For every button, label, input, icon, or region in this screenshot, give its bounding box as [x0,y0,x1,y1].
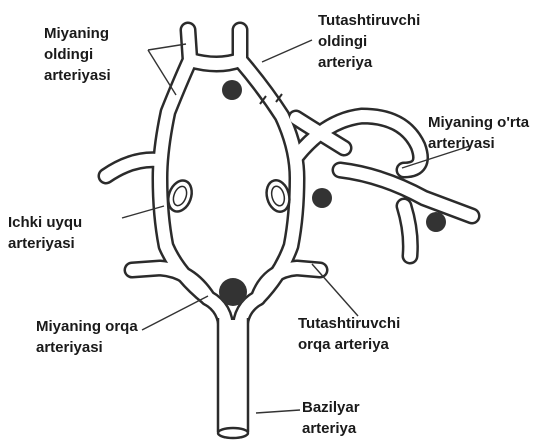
label-line: arteriyasi [428,133,529,154]
basilar-opening [218,428,248,438]
middle-spot [312,188,332,208]
label-line: arteriyasi [44,65,111,86]
label-line: Tutashtiruvchi [318,10,420,31]
label-line: Bazilyar [302,397,360,418]
label-line: Miyaning [44,23,111,44]
label-basilar: Bazilyar arteriya [302,397,360,439]
label-posterior-cerebral: Miyaning orqa arteriyasi [36,316,138,358]
pointer-anterior-2 [148,50,176,95]
label-line: arteriyasi [8,233,82,254]
basilar-trunk [218,318,248,434]
label-line: oldingi [318,31,420,52]
label-line: arteriyasi [36,337,138,358]
posterior-spot [219,278,247,306]
pointer-posterior-communicating [312,264,358,316]
label-posterior-communicating: Tutashtiruvchi orqa arteriya [298,313,400,355]
label-line: Tutashtiruvchi [298,313,400,334]
label-line: arteriya [302,418,360,439]
label-internal-carotid: Ichki uyqu arteriyasi [8,212,82,254]
label-line: Miyaning orqa [36,316,138,337]
label-line: oldingi [44,44,111,65]
label-middle-cerebral: Miyaning o'rta arteriyasi [428,112,529,154]
label-line: arteriya [318,52,420,73]
label-anterior-communicating: Tutashtiruvchi oldingi arteriya [318,10,420,73]
pointer-anterior-1 [148,44,186,50]
middle-branch-spot [426,212,446,232]
pointer-posterior [142,296,208,330]
pointer-anterior-communicating [262,40,312,62]
vessel-outlines [106,30,472,430]
label-line: orqa arteriya [298,334,400,355]
label-anterior-cerebral: Miyaning oldingi arteriyasi [44,23,111,86]
label-line: Ichki uyqu [8,212,82,233]
pointer-basilar [256,410,300,413]
anterior-spot [222,80,242,100]
label-line: Miyaning o'rta [428,112,529,133]
